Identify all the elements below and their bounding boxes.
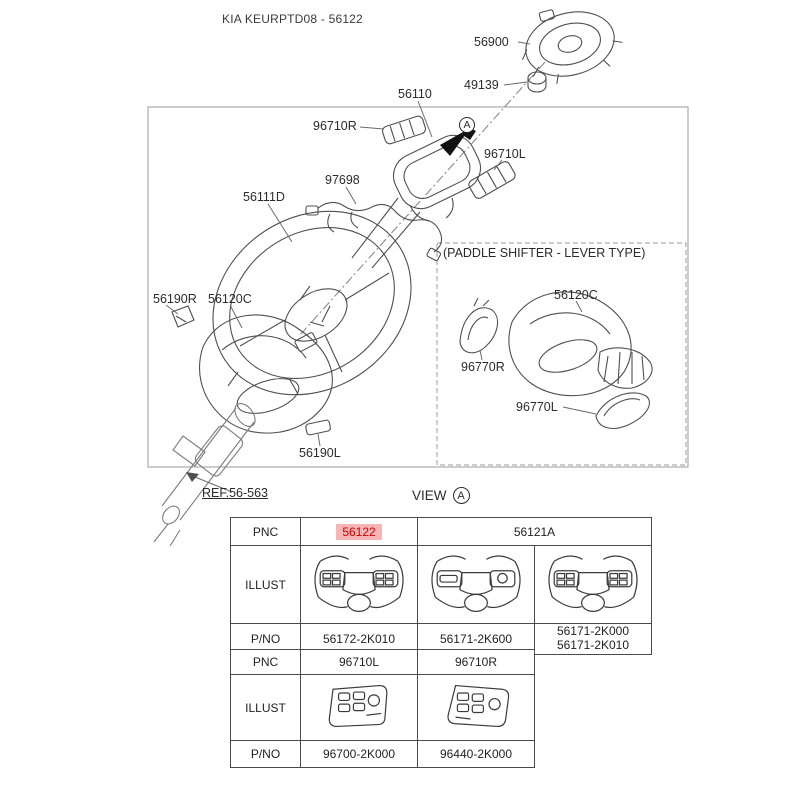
steering-wheel-plain-illust-icon [423, 548, 529, 618]
view-heading-a-icon: A [452, 487, 470, 504]
paddle-shifter-box-title: (PADDLE SHIFTER - LEVER TYPE) [443, 246, 646, 260]
clip-right-drawing [171, 305, 195, 328]
parts-table-bottom: PNC 96710L 96710R ILLUST P/NO 96700-2K00… [230, 649, 535, 768]
view-heading: VIEW A [412, 487, 470, 504]
label-56110: 56110 [398, 87, 432, 101]
illust-cell-56121A-2 [534, 545, 652, 624]
lower-cover-right-drawing [508, 291, 632, 397]
label-96710L: 96710L [484, 147, 526, 161]
wiring-drawing [305, 201, 443, 262]
paddle-left-drawing [595, 392, 650, 429]
illust-row-label-2: ILLUST [230, 674, 301, 741]
illust-cell-96710R [417, 674, 535, 741]
label-96710R: 96710R [313, 119, 357, 133]
leader-lines [165, 41, 597, 493]
illust-cell-56121A-1 [417, 545, 535, 624]
steering-wheel-remote-illust-icon [540, 548, 646, 618]
label-56900: 56900 [474, 35, 509, 49]
page-title: KIA KEURPTD08 - 56122 [222, 12, 363, 26]
illust-cell-56122 [300, 545, 418, 624]
pno-cell-3-line1: 56171-2K000 [556, 624, 630, 638]
diagram-frame [147, 106, 689, 468]
screw-drawing [527, 71, 547, 93]
pnc-cell-56122[interactable]: 56122 [300, 517, 418, 546]
view-marker-a-icon: A [459, 117, 475, 133]
assembly-axis-line [299, 61, 546, 336]
selected-pnc-highlight[interactable]: 56122 [336, 523, 382, 540]
label-56111D: 56111D [243, 190, 285, 204]
label-96770R: 96770R [461, 360, 505, 374]
end-cap-drawing [597, 347, 653, 389]
pnc-cell-56121A: 56121A [417, 517, 652, 546]
clock-spring-drawing [521, 9, 623, 84]
pno-cell-96440: 96440-2K000 [417, 740, 535, 768]
pnc-cell-96710R: 96710R [417, 649, 535, 675]
ref-arrowhead [186, 472, 199, 482]
label-56120C-left: 56120C [208, 292, 252, 306]
parts-table-top: PNC 56122 56121A ILLUST P/NO [230, 517, 652, 655]
remote-switch-right-illust-icon [436, 680, 516, 732]
label-49139: 49139 [464, 78, 499, 92]
ref-56-563-link[interactable]: REF.56-563 [202, 486, 269, 500]
label-56120C-right: 56120C [554, 288, 598, 302]
label-56190L: 56190L [299, 446, 341, 460]
label-96770L: 96770L [516, 400, 558, 414]
pno-cell-3-line2: 56171-2K010 [556, 637, 630, 652]
steering-wheel-remote-illust-icon [306, 548, 412, 618]
pno-row-label-2: P/NO [230, 740, 301, 768]
label-56190R: 56190R [153, 292, 197, 306]
remote-switch-left-drawing [468, 161, 516, 199]
illust-row-label: ILLUST [230, 545, 301, 624]
pno-cell-96700: 96700-2K000 [300, 740, 418, 768]
lower-cover-left-drawing [199, 314, 333, 434]
clip-left-drawing [305, 419, 331, 436]
pnc-cell-96710L: 96710L [300, 649, 418, 675]
pnc-row-label-2: PNC [230, 649, 301, 675]
pnc-row-label: PNC [230, 517, 301, 546]
label-97698: 97698 [325, 173, 360, 187]
pno-cell-3: 56171-2K000 56171-2K010 [534, 623, 652, 655]
remote-switch-left-illust-icon [319, 680, 399, 732]
view-heading-label: VIEW [412, 488, 447, 503]
paddle-right-drawing [459, 297, 499, 354]
illust-cell-96710L [300, 674, 418, 741]
remote-switch-right-drawing [381, 115, 427, 145]
view-direction-arrow [440, 128, 476, 156]
